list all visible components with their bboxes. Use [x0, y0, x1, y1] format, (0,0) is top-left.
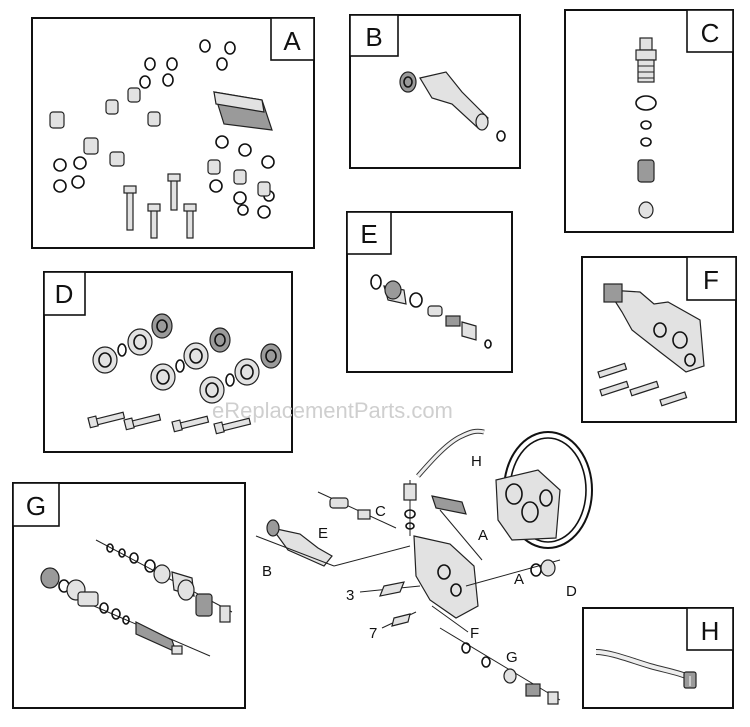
- callout-7: 7: [369, 625, 377, 642]
- panel-d-parts: [87, 313, 282, 435]
- panel-c-parts: [635, 37, 657, 219]
- panel-a: A: [31, 17, 315, 249]
- panel-d-letter: D: [55, 279, 74, 309]
- callout-e: E: [318, 525, 328, 542]
- panel-b-parts: [399, 71, 506, 142]
- panel-e-letter: E: [360, 219, 377, 249]
- panel-a-parts: [49, 39, 275, 239]
- watermark-text: eReplacementParts.com: [212, 398, 453, 423]
- callout-d: D: [566, 583, 577, 600]
- panel-g-letter: G: [26, 491, 46, 521]
- callout-f: F: [470, 625, 479, 642]
- callout-a-upper: A: [478, 527, 488, 544]
- panel-g-parts: [40, 539, 233, 657]
- callout-3: 3: [346, 587, 354, 604]
- callout-b: B: [262, 563, 272, 580]
- panel-f-parts: [597, 283, 705, 407]
- panel-f-letter: F: [703, 265, 719, 295]
- panel-e-parts: [370, 274, 492, 349]
- panel-a-letter: A: [283, 26, 301, 56]
- callout-h: H: [471, 453, 482, 470]
- panel-h-parts: [595, 649, 697, 689]
- main-assembly: H C E A B A D 3 7 F G: [255, 428, 593, 705]
- panel-g: G: [12, 482, 246, 709]
- panel-b-letter: B: [365, 22, 382, 52]
- callout-a-lower: A: [514, 571, 524, 588]
- panel-c: C: [564, 9, 734, 233]
- panel-e: E: [346, 211, 513, 373]
- panel-c-letter: C: [701, 18, 720, 48]
- panel-d: D: [43, 271, 293, 453]
- panel-h-letter: H: [701, 616, 720, 646]
- panel-b: B: [349, 14, 521, 169]
- callout-g: G: [506, 649, 518, 666]
- panel-f: F: [581, 256, 737, 423]
- callout-c: C: [375, 503, 386, 520]
- panel-h: H: [582, 607, 734, 709]
